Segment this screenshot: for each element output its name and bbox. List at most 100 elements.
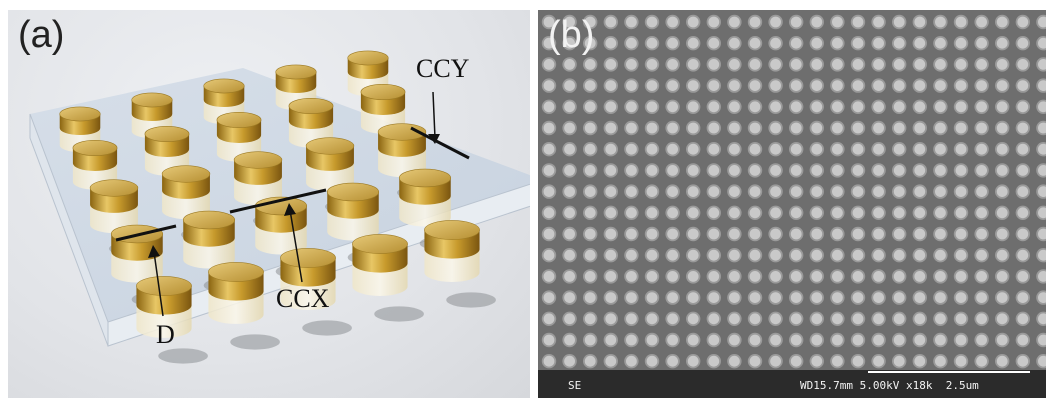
sem-dot	[976, 101, 987, 113]
sem-dot	[667, 207, 678, 219]
sem-micrograph	[538, 14, 1046, 398]
sem-dot	[832, 16, 843, 28]
sem-dot	[584, 271, 596, 282]
sem-dot	[914, 271, 926, 282]
sem-dot	[914, 313, 926, 325]
sem-dot	[996, 101, 1008, 113]
sem-dot	[976, 143, 987, 155]
nanodisk	[182, 210, 236, 269]
sem-dot	[770, 292, 781, 303]
ccy-bar	[410, 126, 470, 160]
sem-dot	[811, 271, 823, 282]
sem-dot	[667, 16, 678, 28]
sem-dot	[770, 37, 781, 49]
sem-dot	[667, 186, 678, 198]
sem-dot	[976, 122, 987, 134]
sem-dot	[687, 355, 699, 367]
sem-dot	[749, 165, 761, 176]
sem-dot	[914, 186, 926, 198]
sem-dot	[749, 313, 761, 325]
sem-dot	[832, 101, 843, 113]
sem-dot	[935, 271, 946, 282]
sem-dot	[893, 122, 905, 134]
sem-dot	[667, 143, 678, 155]
sem-dot	[687, 59, 699, 70]
sem-dot	[914, 292, 926, 303]
sem-dot	[770, 165, 781, 176]
sem-dot	[811, 292, 823, 303]
sem-dot	[976, 186, 987, 198]
sem-dot	[873, 249, 884, 261]
sem-dot	[646, 122, 658, 134]
sem-dot	[914, 80, 926, 91]
sem-dot	[914, 143, 926, 155]
ccx-arrow	[289, 209, 303, 283]
sem-dot	[1038, 101, 1046, 113]
sem-dot	[914, 165, 926, 176]
sem-dot	[729, 355, 740, 367]
sem-dot	[852, 59, 864, 70]
sem-dot	[1017, 334, 1029, 346]
sem-dot	[708, 228, 720, 240]
sem-dot	[914, 37, 926, 49]
sem-acquisition-info: WD15.7mm 5.00kV x18k 2.5um	[800, 379, 979, 392]
d-label: D	[156, 320, 175, 349]
sem-dot	[955, 355, 967, 367]
sem-dot	[543, 355, 555, 367]
sem-dot	[832, 292, 843, 303]
sem-dot	[708, 165, 720, 176]
sem-dot	[770, 313, 781, 325]
sem-dot	[976, 16, 987, 28]
sem-dot	[626, 59, 637, 70]
nanodisk	[280, 248, 336, 310]
sem-dot	[708, 271, 720, 282]
sem-dot	[935, 186, 946, 198]
sem-dot	[646, 355, 658, 367]
sem-dot	[687, 334, 699, 346]
sem-dot	[790, 122, 802, 134]
sem-dot	[935, 292, 946, 303]
disk-shadow	[446, 292, 496, 308]
sem-dot	[1017, 186, 1029, 198]
nanodisk	[398, 168, 452, 227]
sem-dot	[564, 165, 575, 176]
disk-shadow	[302, 320, 352, 336]
sem-dot	[687, 165, 699, 176]
sem-dot	[873, 80, 884, 91]
sem-dot	[708, 186, 720, 198]
sem-dot	[811, 228, 823, 240]
sem-dot	[996, 313, 1008, 325]
sem-dot	[667, 80, 678, 91]
sem-dot	[893, 59, 905, 70]
sem-dot	[584, 143, 596, 155]
sem-dot	[976, 355, 987, 367]
sem-dot	[708, 37, 720, 49]
sem-dot	[708, 16, 720, 28]
sem-dot	[687, 37, 699, 49]
sem-dot	[873, 101, 884, 113]
ccx-arrowhead	[284, 203, 296, 216]
panel-a-letter: (a)	[18, 14, 65, 56]
sem-dot	[605, 37, 617, 49]
sem-dot	[667, 122, 678, 134]
sem-dot	[1038, 292, 1046, 303]
sem-dot	[790, 37, 802, 49]
sem-dot	[976, 249, 987, 261]
sem-dot	[893, 101, 905, 113]
sem-dot	[790, 59, 802, 70]
sem-dot	[1038, 122, 1046, 134]
nanodisk	[72, 140, 118, 190]
sem-dot	[1038, 186, 1046, 197]
sem-dot	[790, 165, 802, 176]
sem-dot	[749, 292, 761, 303]
sem-dot	[790, 16, 802, 28]
sem-dot	[935, 37, 946, 49]
nanodisk	[352, 234, 408, 296]
sem-dot	[543, 292, 555, 303]
sem-dot	[564, 292, 575, 303]
sem-dot	[667, 249, 678, 261]
nanodisk	[136, 276, 192, 338]
sem-dot	[626, 271, 637, 282]
sem-dot	[729, 292, 740, 303]
sem-dot	[1038, 334, 1046, 346]
